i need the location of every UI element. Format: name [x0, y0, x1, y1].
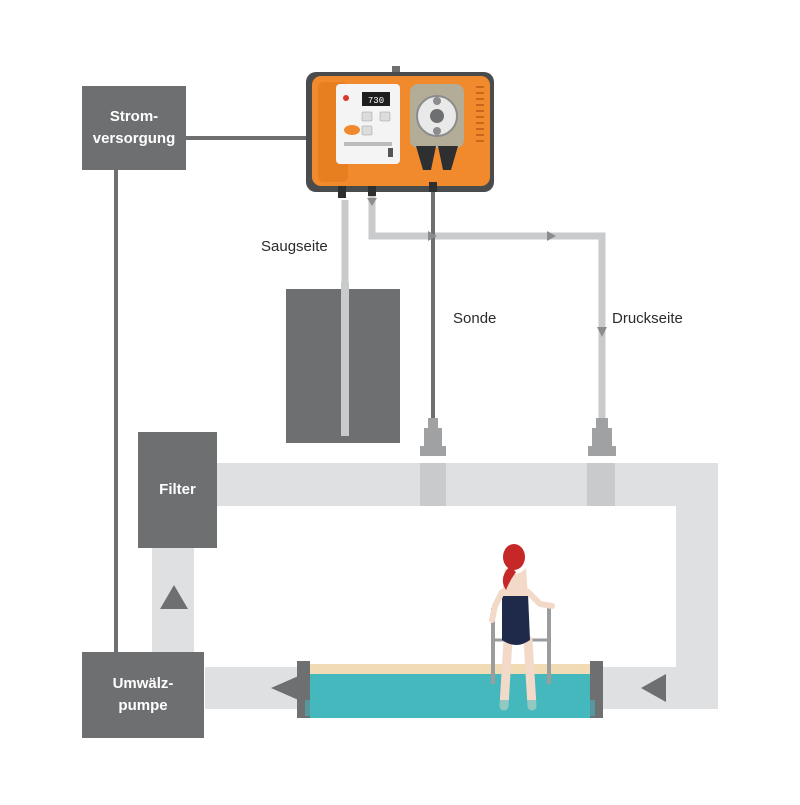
flow-arrows: [160, 585, 666, 702]
display-screen: [362, 92, 390, 106]
swimmer-illustration: [305, 544, 595, 716]
injection-fitting: [588, 418, 616, 456]
power-supply-label-line2: versorgung: [92, 130, 176, 147]
status-led-icon: [343, 95, 349, 101]
pump-label-line2: pumpe: [118, 697, 168, 714]
enter-button[interactable]: [379, 111, 391, 122]
hose-arrows: [367, 198, 607, 337]
display-value: 730: [368, 96, 384, 106]
filter-box: Filter: [138, 432, 217, 548]
circulation-pump-box: Umwälz- pumpe: [82, 652, 204, 738]
power-wiring: [114, 136, 308, 652]
filter-label: Filter: [159, 481, 196, 498]
flow-arrow-up-icon: [160, 585, 188, 609]
pressure-side-label: Druckseite: [612, 310, 683, 327]
pressure-hose: [368, 190, 606, 420]
power-supply-label-line1: Strom-: [109, 108, 159, 125]
suction-side-label: Saugseite: [261, 238, 328, 255]
power-supply-box: Strom- versorgung: [82, 86, 186, 170]
flow-arrow-left-pool-inlet-icon: [641, 674, 666, 702]
pipe-fittings: [420, 463, 615, 506]
probe-fitting: [420, 418, 446, 456]
dosing-pump-device: 730: [306, 66, 494, 198]
up-button[interactable]: [361, 111, 373, 122]
down-button[interactable]: [361, 125, 373, 136]
flow-arrow-left-pool-exit-icon: [271, 674, 303, 702]
brand-logo-icon: [344, 125, 360, 135]
pump-label-line1: Umwälz-: [112, 675, 174, 692]
probe-label: Sonde: [453, 310, 497, 327]
